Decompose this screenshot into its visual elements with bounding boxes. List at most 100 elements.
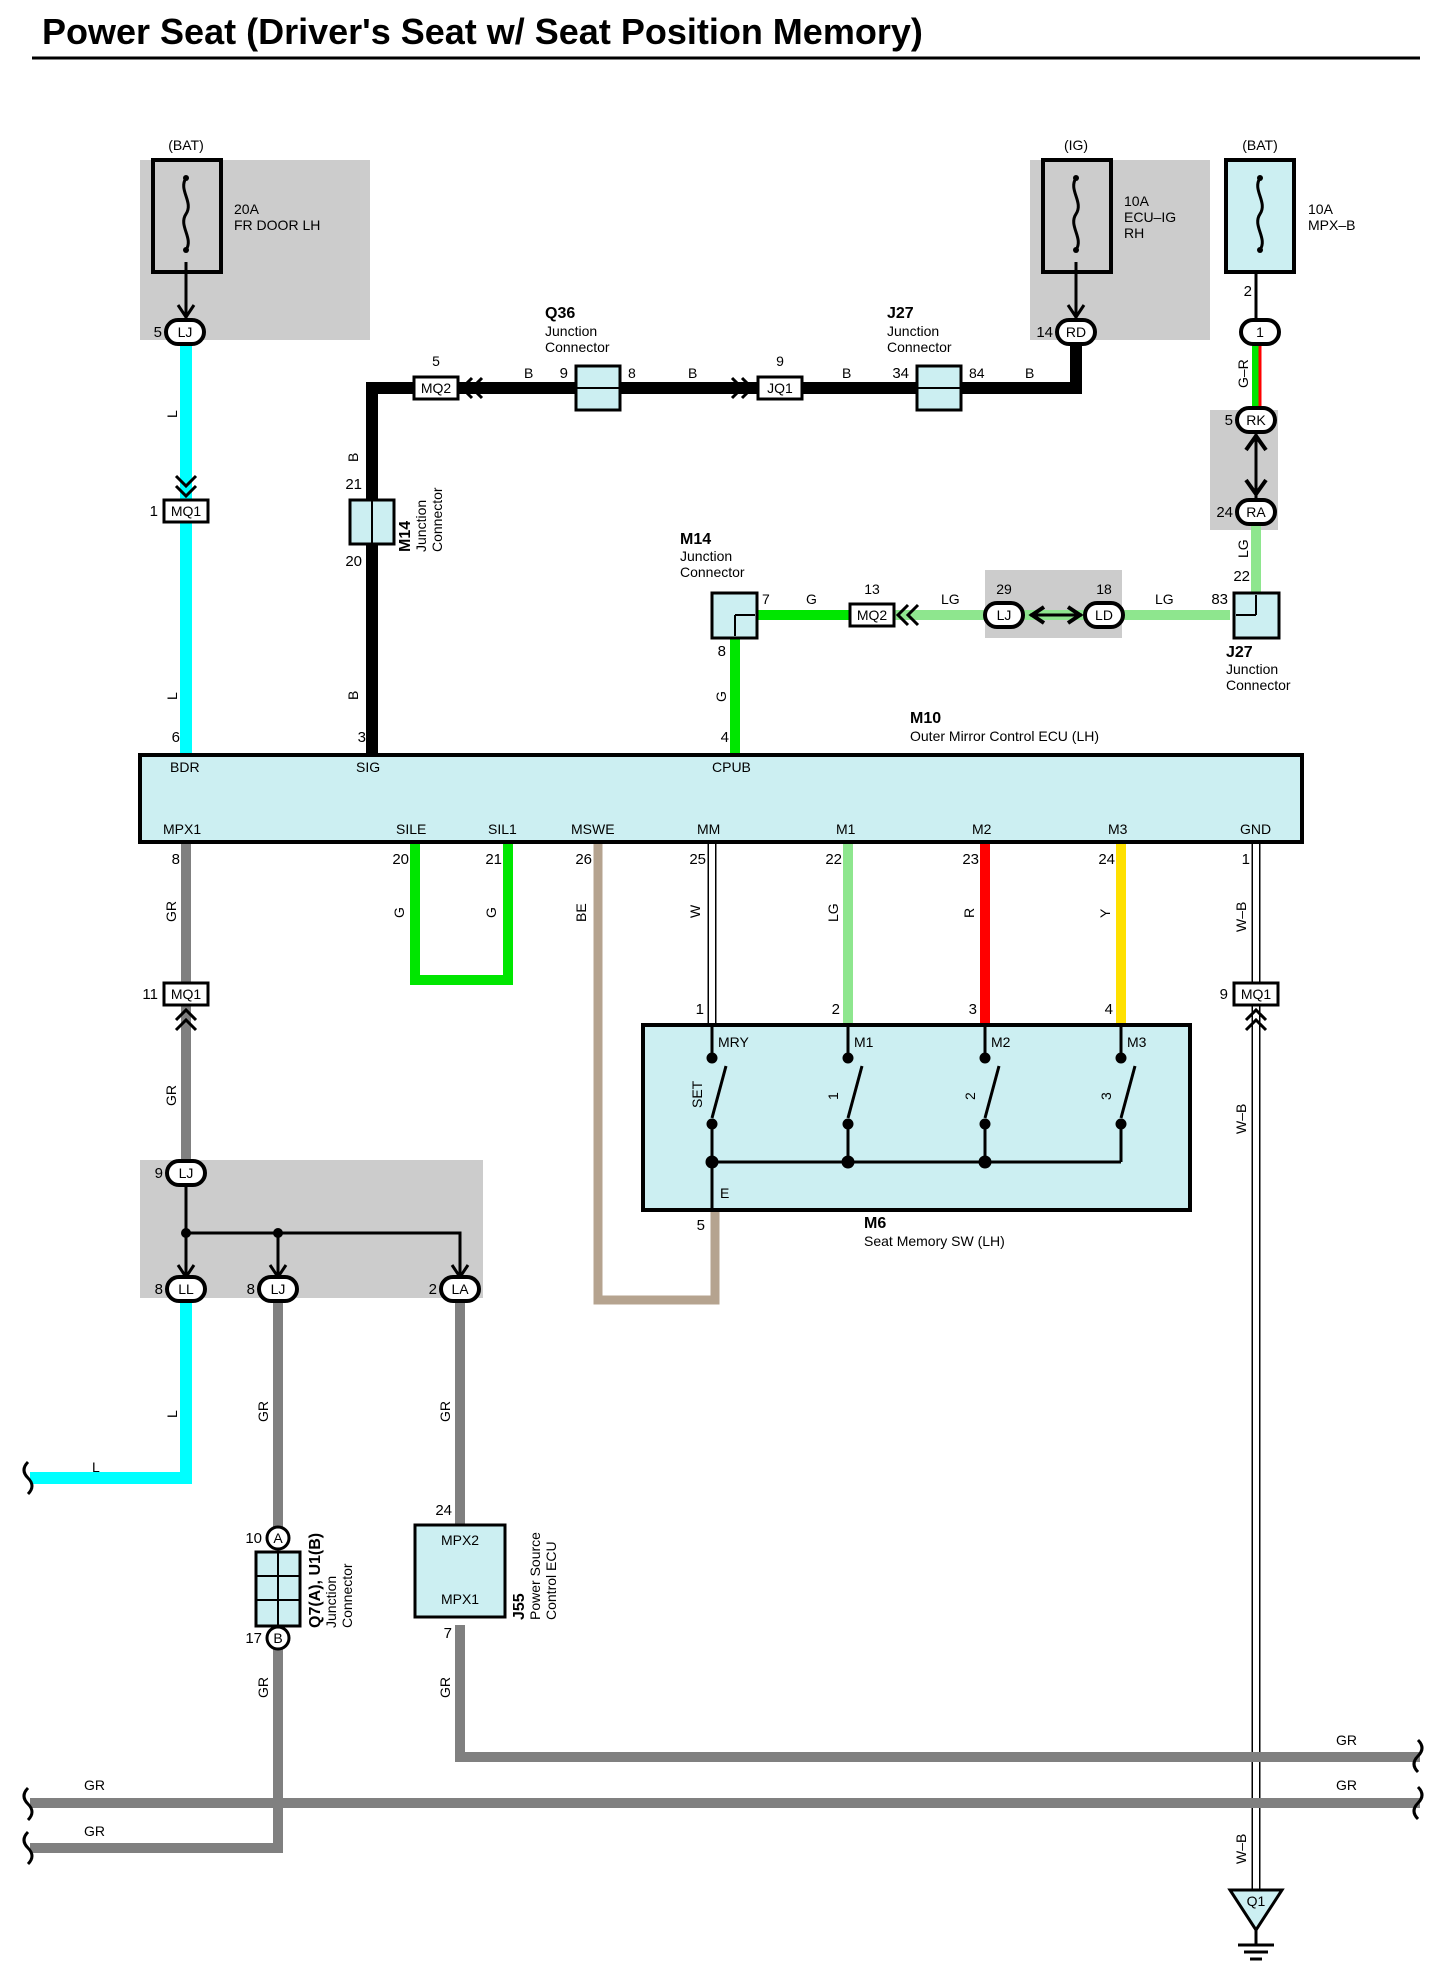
svg-text:L: L xyxy=(164,1410,180,1418)
svg-text:R: R xyxy=(961,908,977,918)
svg-text:Q1: Q1 xyxy=(1247,1893,1266,1909)
svg-text:9: 9 xyxy=(560,365,568,382)
junction-block-fr-door xyxy=(140,160,370,340)
svg-text:MPX1: MPX1 xyxy=(441,1591,479,1607)
svg-text:Seat Memory SW (LH): Seat Memory SW (LH) xyxy=(864,1233,1005,1249)
svg-text:W–B: W–B xyxy=(1233,1834,1249,1864)
svg-text:W: W xyxy=(687,904,703,918)
svg-text:MM: MM xyxy=(697,821,720,837)
svg-text:M3: M3 xyxy=(1127,1034,1147,1050)
arrow-icon xyxy=(176,304,196,320)
svg-text:Junction: Junction xyxy=(680,548,732,564)
ground-q1: Q1 xyxy=(1227,1888,1285,1961)
page-title: Power Seat (Driver's Seat w/ Seat Positi… xyxy=(42,11,923,52)
svg-text:M2: M2 xyxy=(991,1034,1011,1050)
svg-text:GR: GR xyxy=(255,1677,271,1698)
svg-text:G: G xyxy=(713,691,729,702)
fuse-source: (BAT) xyxy=(1242,137,1278,153)
wire-gr-j55-out xyxy=(455,1625,1420,1762)
svg-text:1: 1 xyxy=(825,1092,841,1100)
svg-text:8: 8 xyxy=(247,1281,255,1298)
svg-text:22: 22 xyxy=(1233,568,1250,585)
svg-text:Junction: Junction xyxy=(413,500,429,552)
junction-connector-m14-left: 21 20 M14 Junction Connector xyxy=(345,476,445,570)
svg-text:SILE: SILE xyxy=(396,821,426,837)
svg-text:LG: LG xyxy=(941,591,960,607)
svg-text:4: 4 xyxy=(721,729,729,746)
svg-text:Junction: Junction xyxy=(887,323,939,339)
svg-text:2: 2 xyxy=(429,1281,437,1298)
svg-text:B: B xyxy=(345,691,361,700)
wire-labels: L L L L B B B B B B G–R LG LG LG G G G G… xyxy=(84,359,1357,1864)
svg-text:Junction: Junction xyxy=(1226,661,1278,677)
arrow-icon xyxy=(1244,432,1268,452)
svg-text:20: 20 xyxy=(345,553,362,570)
svg-text:Connector: Connector xyxy=(680,564,745,580)
svg-text:Control ECU: Control ECU xyxy=(543,1541,559,1620)
svg-text:LL: LL xyxy=(178,1281,194,1297)
svg-text:LG: LG xyxy=(825,903,841,922)
svg-text:LJ: LJ xyxy=(271,1281,286,1297)
svg-text:18: 18 xyxy=(1096,581,1112,597)
svg-text:23: 23 xyxy=(962,851,979,868)
fuse-name: ECU–IG xyxy=(1124,209,1176,225)
svg-text:7: 7 xyxy=(762,591,770,607)
splice-dot xyxy=(273,1228,283,1238)
svg-text:2: 2 xyxy=(962,1092,978,1100)
svg-text:GR: GR xyxy=(437,1677,453,1698)
connector-rk: RK 5 xyxy=(1225,406,1277,434)
svg-text:3: 3 xyxy=(969,1001,977,1018)
svg-text:G: G xyxy=(391,907,407,918)
svg-text:9: 9 xyxy=(776,353,784,369)
svg-text:84: 84 xyxy=(969,365,985,381)
svg-text:LG: LG xyxy=(1235,539,1251,558)
arrow-icon xyxy=(1028,605,1046,625)
svg-text:G: G xyxy=(483,907,499,918)
svg-text:24: 24 xyxy=(1098,851,1115,868)
svg-text:Power Source: Power Source xyxy=(527,1532,543,1620)
svg-text:M1: M1 xyxy=(836,821,856,837)
svg-text:RD: RD xyxy=(1066,324,1086,340)
svg-text:B: B xyxy=(688,365,697,381)
svg-text:1: 1 xyxy=(1242,851,1250,868)
wire-break-icon xyxy=(22,1786,34,1822)
wire-be-mswe xyxy=(593,842,720,1305)
connector-lj-top: LJ 5 xyxy=(154,318,206,346)
svg-text:7: 7 xyxy=(444,1625,452,1642)
svg-text:1: 1 xyxy=(150,503,158,520)
fuse-name: MPX–B xyxy=(1308,217,1355,233)
svg-text:LA: LA xyxy=(451,1281,469,1297)
connector-mq1-gr: MQ1 11 xyxy=(142,981,210,1032)
svg-text:5: 5 xyxy=(1225,412,1233,429)
component-name: Outer Mirror Control ECU (LH) xyxy=(910,728,1099,744)
component-id: M10 xyxy=(910,710,941,727)
svg-text:B: B xyxy=(524,365,533,381)
arrow-icon xyxy=(1066,605,1084,625)
svg-text:M2: M2 xyxy=(972,821,992,837)
svg-text:24: 24 xyxy=(435,1502,452,1519)
svg-text:MSWE: MSWE xyxy=(571,821,615,837)
svg-text:M1: M1 xyxy=(854,1034,874,1050)
svg-text:LJ: LJ xyxy=(179,1165,194,1181)
svg-text:8: 8 xyxy=(718,643,726,660)
fuse-mpx-b: (BAT) 10A MPX–B xyxy=(1224,137,1355,274)
junction-connector-q7: A 10 B 17 Q7(A), U1(B) Junction Connecto… xyxy=(245,1525,355,1651)
connector-ld: LD 18 xyxy=(1083,581,1125,629)
svg-text:SIL1: SIL1 xyxy=(488,821,517,837)
arrow-icon xyxy=(1244,478,1268,498)
svg-text:MQ2: MQ2 xyxy=(421,380,452,396)
svg-text:B: B xyxy=(842,365,851,381)
connector-rd: RD 14 xyxy=(1036,318,1097,346)
svg-text:M6: M6 xyxy=(864,1215,886,1232)
svg-text:8: 8 xyxy=(628,365,636,381)
svg-text:RA: RA xyxy=(1246,504,1266,520)
svg-text:MQ1: MQ1 xyxy=(1241,986,1272,1002)
svg-text:Junction: Junction xyxy=(545,323,597,339)
svg-text:SIG: SIG xyxy=(356,759,380,775)
svg-text:BE: BE xyxy=(573,903,589,922)
svg-text:E: E xyxy=(720,1185,729,1201)
svg-text:8: 8 xyxy=(155,1281,163,1298)
svg-text:21: 21 xyxy=(345,476,362,493)
svg-text:GR: GR xyxy=(437,1401,453,1422)
